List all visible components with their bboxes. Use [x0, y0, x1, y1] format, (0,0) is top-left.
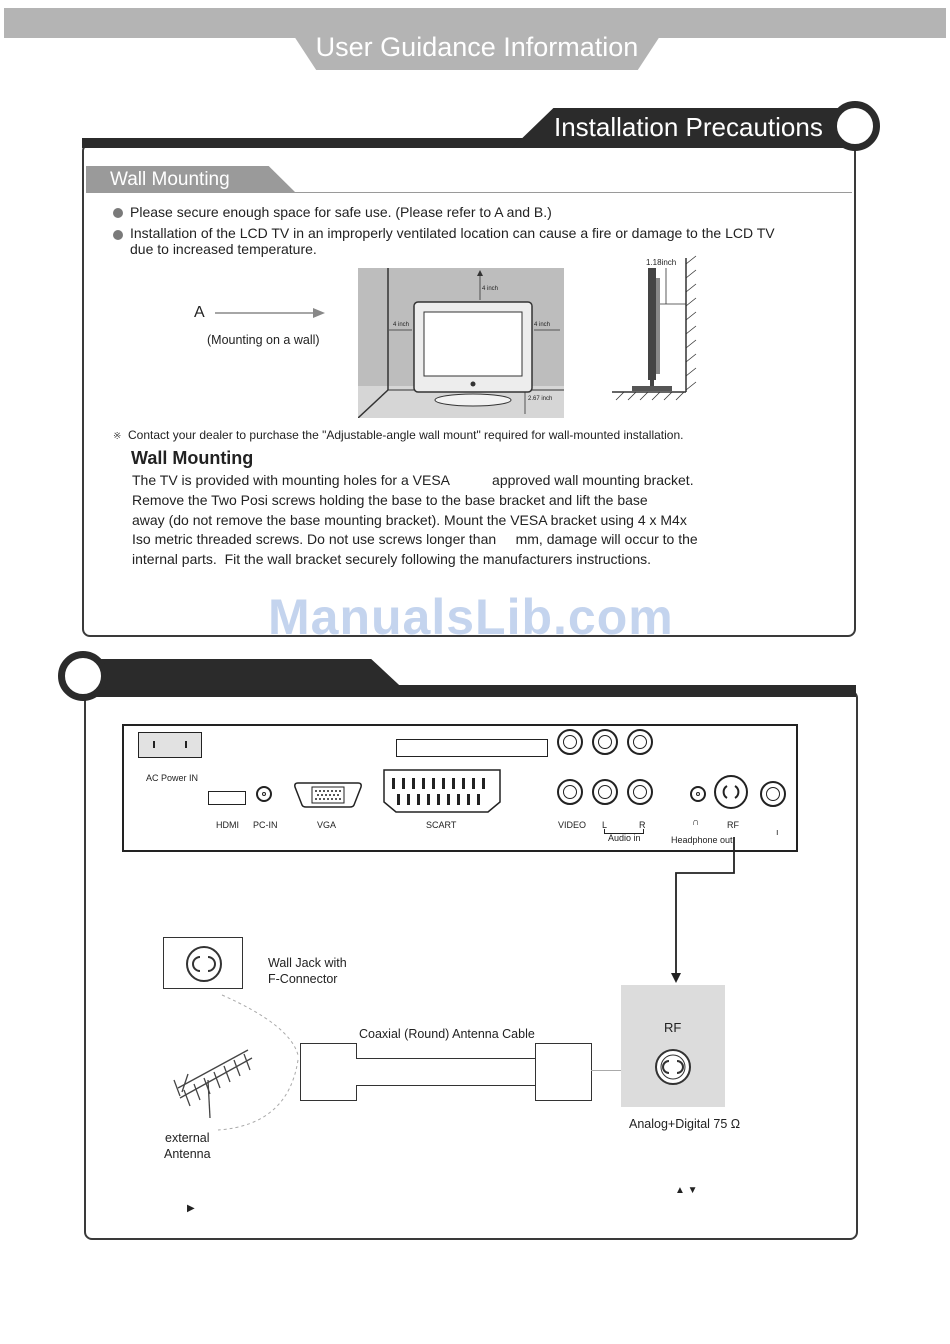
subsection-underline	[86, 192, 852, 193]
audio-in-label: Audio in	[608, 833, 641, 843]
cable-body	[356, 1058, 536, 1086]
hdmi-port	[208, 791, 246, 805]
label-a: A	[194, 304, 205, 321]
side-clearance-diagram: 1.18inch	[612, 255, 697, 401]
section2-circle	[58, 651, 108, 701]
section-top-bar	[82, 138, 852, 148]
antenna-label: external Antenna	[164, 1131, 211, 1161]
side-clearance: 1.18inch	[646, 258, 676, 267]
wall-mount-clearance-diagram: 4 inch 4 inch 4 inch 2.67 inch	[358, 268, 564, 418]
note-mark: ※	[113, 431, 122, 442]
scart-port	[383, 769, 501, 813]
dotted-cable	[217, 994, 299, 1131]
section-title-circle	[830, 101, 880, 151]
video-jack	[557, 779, 583, 805]
headphone-icon: ∩	[692, 817, 700, 828]
cable-plug-left	[300, 1043, 357, 1101]
note-text: Contact your dealer to purchase the "Adj…	[128, 428, 684, 442]
paragraph-line: The TV is provided with mounting holes f…	[132, 472, 694, 488]
audio-r-jack	[627, 779, 653, 805]
section2-title-tab	[72, 659, 412, 697]
wall-mounting-heading: Wall Mounting	[131, 448, 254, 468]
header-tab	[290, 30, 664, 70]
headphone-label: Headphone out	[671, 835, 733, 845]
back-panel	[122, 724, 798, 852]
pc-in-label: PC-IN	[253, 820, 278, 830]
extra-label: ı	[776, 827, 779, 837]
rf-connector	[714, 775, 748, 809]
av-jack	[627, 729, 653, 755]
page-title: User Guidance Information	[315, 32, 639, 62]
paragraph-line: Remove the Two Posi screws holding the b…	[132, 492, 648, 508]
paragraph-line: away (do not remove the base mounting br…	[132, 512, 687, 528]
ac-power-socket	[138, 732, 202, 758]
up-down-arrows: ▲ ▼	[675, 1185, 698, 1196]
vga-label: VGA	[317, 820, 337, 830]
arrow-right-icon	[215, 308, 325, 318]
scart-label: SCART	[426, 820, 457, 830]
card-slot	[396, 739, 548, 757]
watermark: ManualsLib.com	[268, 589, 674, 645]
paragraph-line: Iso metric threaded screws. Do not use s…	[132, 531, 698, 547]
mounting-caption: (Mounting on a wall)	[207, 333, 320, 347]
left-clearance: 4 inch	[393, 322, 409, 328]
wall-jack-label: Wall Jack with F-Connector	[268, 956, 347, 986]
ac-power-label: AC Power IN	[146, 773, 199, 783]
audio-bracket	[604, 829, 644, 834]
wall-jack-connector-icon	[186, 946, 222, 982]
pc-in-jack	[256, 786, 272, 802]
headphone-jack	[690, 786, 706, 802]
bullet-text-continued: due to increased temperature.	[130, 241, 317, 257]
cable-label: Coaxial (Round) Antenna Cable	[359, 1027, 535, 1041]
audio-l-label: L	[602, 820, 608, 830]
top-clearance: 4 inch	[482, 286, 498, 292]
av-jack	[557, 729, 583, 755]
rf-panel-label: RF	[727, 820, 739, 830]
bullet-text: Please secure enough space for safe use.…	[130, 204, 552, 220]
rf-connection-line	[671, 837, 735, 983]
bullet-icon	[113, 208, 123, 218]
vga-port	[294, 782, 362, 808]
rf-input-box	[621, 985, 725, 1107]
subsection-tab	[86, 166, 296, 193]
av-jack	[592, 729, 618, 755]
audio-r-label: R	[639, 820, 646, 830]
rf-input-label: RF	[664, 1020, 682, 1035]
bullet-text: Installation of the LCD TV in an imprope…	[130, 225, 775, 241]
bottom-clearance: 2.67 inch	[528, 396, 552, 402]
play-arrow-icon: ▶	[187, 1203, 195, 1214]
subsection-title: Wall Mounting	[110, 169, 230, 190]
cable-plug-right	[535, 1043, 592, 1101]
audio-l-jack	[592, 779, 618, 805]
rf-caption: Analog+Digital 75 Ω	[629, 1117, 741, 1131]
paragraph-line: internal parts. Fit the wall bracket sec…	[132, 551, 652, 567]
section-title: Installation Precautions	[554, 112, 823, 142]
extra-jack	[760, 781, 786, 807]
rf-input-connector	[655, 1049, 691, 1085]
video-label: VIDEO	[558, 820, 587, 830]
bullet-icon	[113, 230, 123, 240]
right-clearance: 4 inch	[534, 322, 550, 328]
hdmi-label: HDMI	[216, 820, 239, 830]
antenna-icon	[173, 1049, 253, 1119]
section-title-tab	[512, 108, 857, 148]
